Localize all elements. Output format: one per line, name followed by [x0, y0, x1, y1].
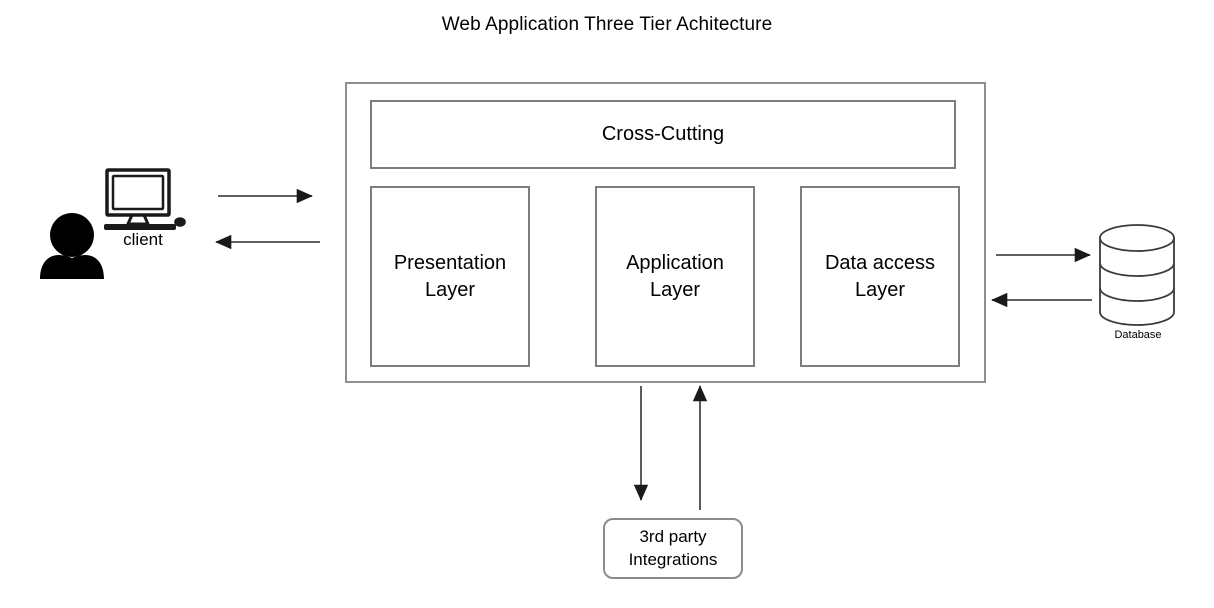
application-layer-line2: Layer — [649, 278, 701, 301]
third-party-integrations-box[interactable]: 3rd party Integrations — [603, 518, 743, 579]
page-title: Web Application Three Tier Achitecture — [441, 14, 773, 35]
application-layer-line1: Application — [626, 251, 724, 274]
client-label: client — [123, 230, 163, 249]
third-party-line1: 3rd party — [639, 527, 707, 547]
application-layer-box[interactable]: Application Layer — [595, 186, 755, 367]
data-access-layer-line2: Layer — [854, 278, 906, 301]
presentation-layer-box[interactable]: Presentation Layer — [370, 186, 530, 367]
data-access-layer-box[interactable]: Data access Layer — [800, 186, 960, 367]
third-party-line2: Integrations — [628, 549, 718, 569]
user-icon — [40, 213, 104, 279]
data-access-layer-label: Data access Layer — [825, 250, 935, 304]
third-party-label: 3rd party Integrations — [629, 526, 718, 570]
presentation-layer-line2: Layer — [424, 278, 475, 301]
database-cylinder-icon — [1099, 224, 1175, 326]
database-label: Database — [1114, 329, 1162, 341]
cross-cutting-label: Cross-Cutting — [601, 123, 725, 145]
presentation-layer-label: Presentation Layer — [394, 250, 506, 304]
presentation-layer-line1: Presentation — [393, 251, 507, 274]
data-access-layer-line1: Data access — [824, 251, 936, 274]
desktop-computer-icon — [104, 168, 186, 230]
cross-cutting-box[interactable]: Cross-Cutting — [370, 100, 956, 169]
application-layer-label: Application Layer — [626, 250, 724, 304]
